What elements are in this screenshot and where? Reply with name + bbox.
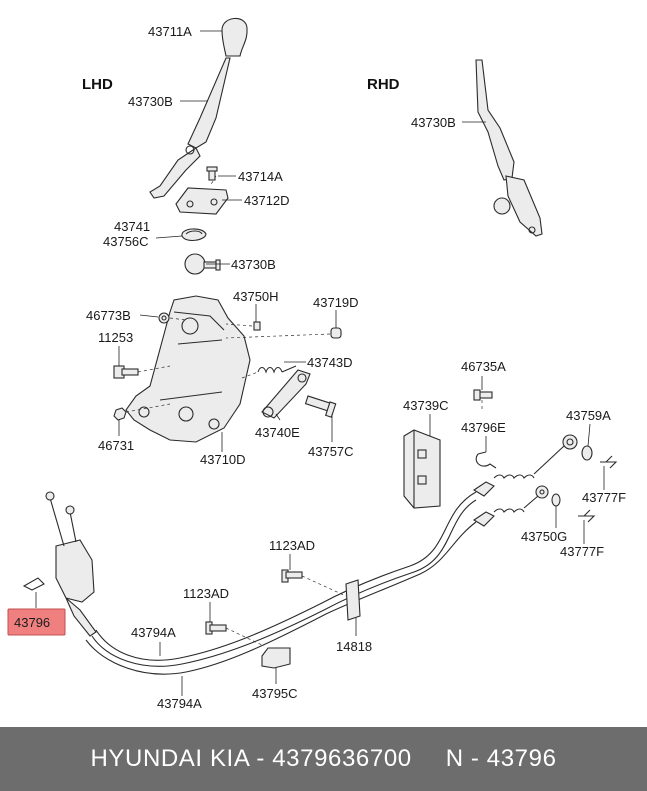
label-43739c: 43739C xyxy=(403,398,449,413)
bolt-1123ad-lower xyxy=(205,621,227,635)
nut-46731 xyxy=(113,407,127,421)
link-43740e xyxy=(261,369,311,419)
washer-46773b xyxy=(158,312,170,324)
washer-43759a xyxy=(581,445,593,461)
footer-brand-part-number: HYUNDAI KIA - 4379636700 xyxy=(90,745,412,772)
lever-side-cable-ends xyxy=(45,491,97,637)
label-46773b: 46773B xyxy=(86,308,131,323)
shift-housing-43710d xyxy=(125,295,251,443)
clip-43796 xyxy=(22,577,45,591)
label-46731: 46731 xyxy=(98,438,134,453)
label-43710d: 43710D xyxy=(200,452,246,467)
bolt-43714a xyxy=(206,166,218,181)
label-43750g: 43750G xyxy=(521,529,567,544)
label-43794a-lower: 43794A xyxy=(157,696,202,711)
bolt-43750h xyxy=(253,321,261,331)
label-43796e: 43796E xyxy=(461,420,506,435)
clip-43741 xyxy=(181,228,207,242)
highlighted-part-43796[interactable]: 43796 xyxy=(7,608,66,636)
label-43730b-ball: 43730B xyxy=(231,257,276,272)
clip-43796e xyxy=(475,451,497,469)
label-43759a: 43759A xyxy=(566,408,611,423)
label-43741: 43741 xyxy=(114,219,150,234)
ball-joint-43730b xyxy=(184,253,221,275)
label-43796: 43796 xyxy=(14,615,50,630)
cable-end-upper xyxy=(472,434,578,497)
label-43794a-upper: 43794A xyxy=(131,625,176,640)
label-43714a: 43714A xyxy=(238,169,283,184)
bolt-11253 xyxy=(113,365,139,379)
rhd-label: RHD xyxy=(367,76,400,93)
spring-43743d xyxy=(257,365,297,374)
label-43756c: 43756C xyxy=(103,234,149,249)
label-1123ad-lower: 1123AD xyxy=(183,586,229,601)
clamp-14818 xyxy=(345,579,361,621)
label-43743d: 43743D xyxy=(307,355,353,370)
lhd-label: LHD xyxy=(82,76,113,93)
highlight-box xyxy=(7,608,66,636)
label-43730b-lhd: 43730B xyxy=(128,94,173,109)
label-43719d: 43719D xyxy=(313,295,359,310)
washer-43750g xyxy=(551,493,561,507)
clip-43777f-bottom xyxy=(578,509,596,523)
pin-43757c xyxy=(304,395,337,418)
plate-43712d xyxy=(175,187,229,215)
part-number-footer: HYUNDAI KIA - 4379636700 N - 43796 xyxy=(0,727,647,791)
label-1123ad-upper: 1123AD xyxy=(269,538,315,553)
label-43757c: 43757C xyxy=(308,444,354,459)
shift-cables xyxy=(85,491,477,675)
footer-reference-code: N - 43796 xyxy=(445,745,557,772)
bracket-43739c xyxy=(403,429,441,509)
install-dashes xyxy=(125,175,483,647)
clip-43777f-top xyxy=(600,455,618,469)
label-43712d: 43712D xyxy=(244,193,290,208)
label-43795c: 43795C xyxy=(252,686,298,701)
bracket-43795c xyxy=(261,647,291,669)
label-46735a: 46735A xyxy=(461,359,506,374)
leader-lines xyxy=(35,30,605,696)
bolt-1123ad-upper xyxy=(281,569,303,583)
bolt-46735a xyxy=(473,389,493,401)
lhd-shift-lever xyxy=(149,17,248,199)
label-43777f-top: 43777F xyxy=(582,490,626,505)
cap-43719d xyxy=(330,327,342,339)
cable-end-lower xyxy=(472,485,549,527)
rhd-shift-lever xyxy=(475,59,543,237)
label-11253: 11253 xyxy=(98,330,133,345)
label-43750h: 43750H xyxy=(233,289,279,304)
label-43711a: 43711A xyxy=(148,24,192,39)
label-43777f-bottom: 43777F xyxy=(560,544,604,559)
label-43730b-rhd: 43730B xyxy=(411,115,456,130)
label-14818: 14818 xyxy=(336,639,372,654)
label-43740e: 43740E xyxy=(255,425,300,440)
parts-diagram: LHD RHD 43711A 43730B 43714A 43712D 4374… xyxy=(7,17,626,711)
